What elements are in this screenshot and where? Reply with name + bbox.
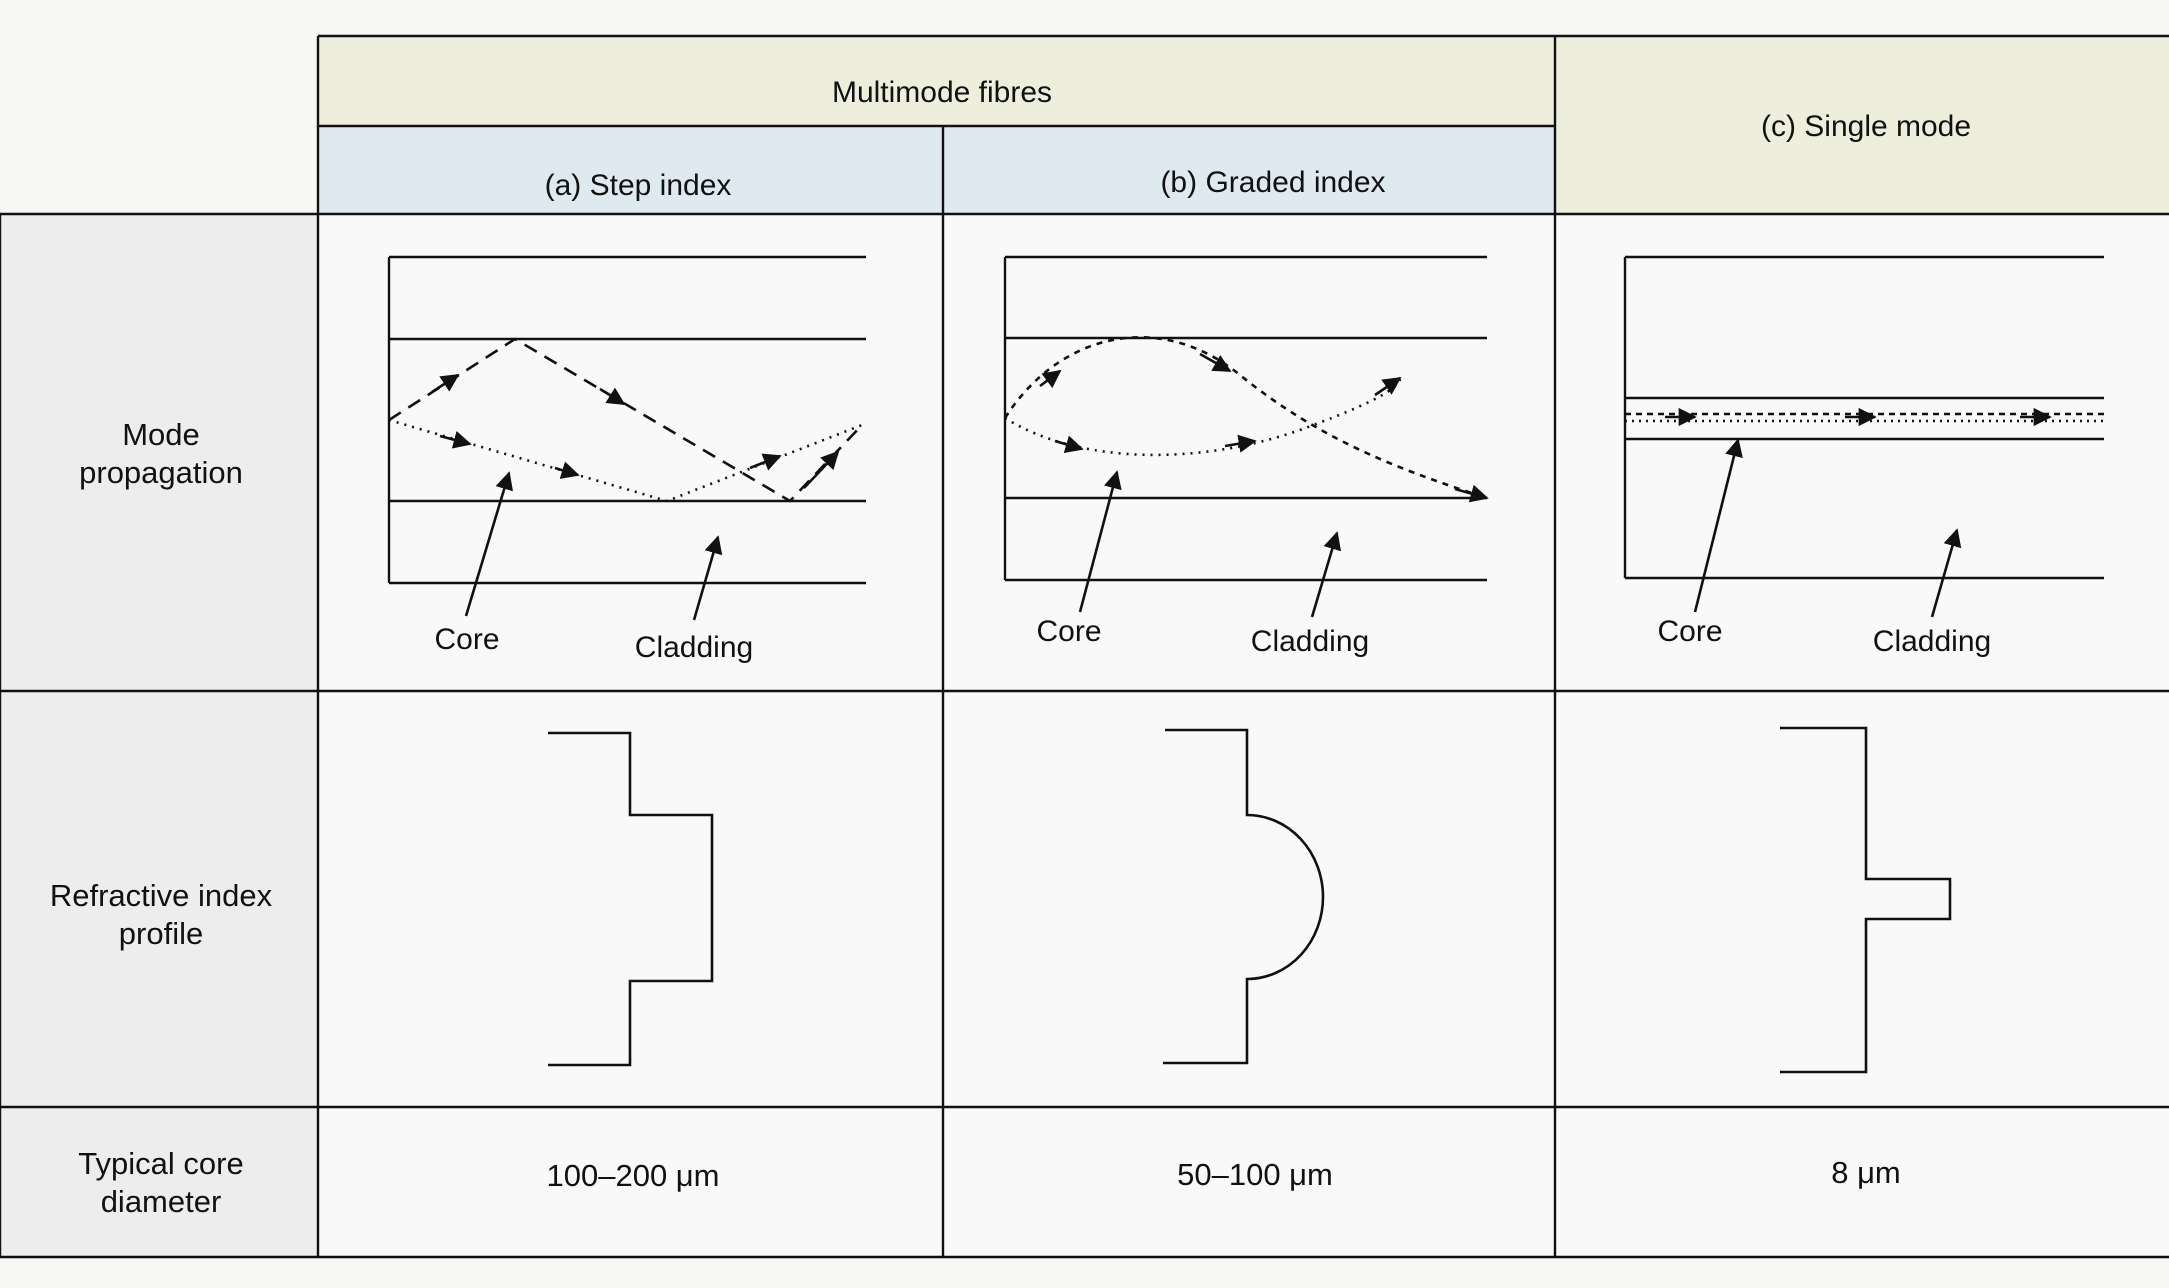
core-pointer-arrow xyxy=(1078,470,1122,613)
cladding-pointer-arrow xyxy=(692,535,723,621)
cladding-pointer-arrow xyxy=(1930,528,1962,618)
graded-index-profile xyxy=(1163,728,1325,1065)
step-index-profile xyxy=(548,731,714,1067)
ray-dotted xyxy=(388,418,863,503)
header-single-mode: (c) Single mode xyxy=(1761,110,1971,143)
cladding-label: Cladding xyxy=(1873,625,1991,658)
diameter-single-mode: 8 μm xyxy=(1831,1155,1901,1190)
single-mode-propagation: Core Cladding xyxy=(1623,255,2104,658)
core-label: Core xyxy=(1036,615,1101,648)
header-group-bg xyxy=(318,36,1555,126)
row-refractive-index-line1: Refractive index xyxy=(50,878,273,913)
step-index-propagation: Core Cladding xyxy=(387,255,866,664)
header-graded-bg xyxy=(943,126,1555,214)
core-pointer-arrow xyxy=(464,471,513,617)
cladding-label: Cladding xyxy=(1251,625,1369,658)
cladding-label: Cladding xyxy=(635,631,753,664)
row-core-diameter-line1: Typical core xyxy=(78,1146,243,1181)
table-grid xyxy=(0,34,2169,1259)
header-step-bg xyxy=(318,126,943,214)
cladding-pointer-arrow xyxy=(1310,531,1342,618)
header-graded-index: (b) Graded index xyxy=(1160,166,1385,199)
row-mode-propagation-line1: Mode xyxy=(122,417,200,452)
diameter-step-index: 100–200 μm xyxy=(547,1158,720,1193)
cells-bg xyxy=(318,214,2169,1257)
core-pointer-arrow xyxy=(1693,438,1743,613)
header-single-bg xyxy=(1555,36,2169,214)
ray-dotted-curve xyxy=(1004,377,1402,457)
ray-dashed-curve xyxy=(1003,335,1488,500)
header-multimode: Multimode fibres xyxy=(832,76,1052,109)
row-mode-propagation-line2: propagation xyxy=(79,455,243,490)
row-refractive-index-line2: profile xyxy=(119,916,203,951)
core-label: Core xyxy=(1657,615,1722,648)
core-label: Core xyxy=(434,623,499,656)
diameter-graded-index: 50–100 μm xyxy=(1177,1157,1333,1192)
header-step-index: (a) Step index xyxy=(545,169,732,202)
row-header-bg xyxy=(0,214,318,1257)
graded-index-propagation: Core Cladding xyxy=(1003,255,1489,658)
single-mode-profile xyxy=(1780,726,1952,1074)
row-core-diameter-line2: diameter xyxy=(101,1184,222,1219)
